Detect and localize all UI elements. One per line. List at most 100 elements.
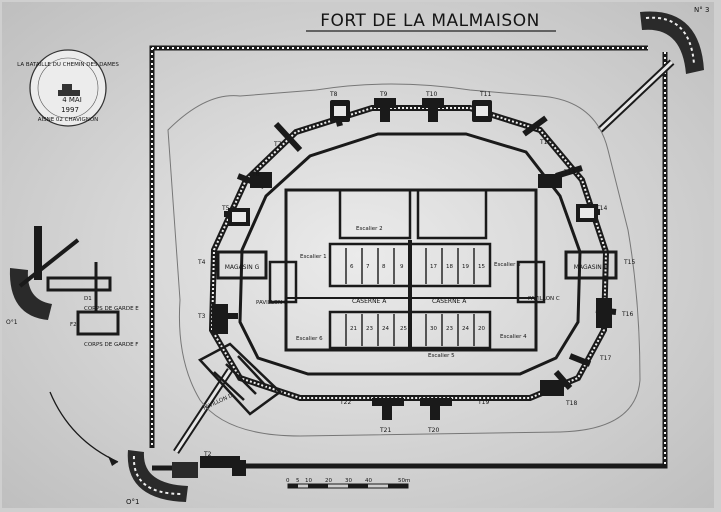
tower-cap-highlights	[232, 106, 594, 222]
escalier-5-label: Escalier 5	[428, 353, 455, 359]
inset-label-d1: D1	[84, 296, 92, 302]
label-t7: T7	[273, 141, 282, 148]
svg-text:17: 17	[430, 264, 437, 270]
pavillon-c	[516, 260, 546, 304]
label-t22: T22	[339, 399, 351, 406]
plan-title: FORT DE LA MALMAISON	[320, 11, 540, 31]
svg-text:18: 18	[446, 264, 453, 270]
label-t21: T21	[379, 427, 391, 434]
counterscarp-outline	[167, 83, 641, 437]
label-t19: T19	[477, 399, 489, 406]
scale-tick-30: 30	[345, 478, 352, 484]
escalier-6-label: Escalier 6	[296, 336, 323, 342]
inset-corner-ref: O°1	[6, 319, 18, 326]
label-t13: T13	[563, 169, 575, 176]
pavillon-d	[197, 342, 282, 416]
inset-garde-f: CORPS DE GARDE F	[84, 342, 138, 348]
scale-tick-0: 0	[286, 478, 290, 484]
tower-t16	[596, 298, 612, 328]
tower-t9	[380, 104, 390, 122]
tower-labels: T8 T9 T10 T11 T7 T12 T6 T13 T5 T14 T4 T1…	[197, 91, 635, 458]
caserne-a-right-label: CASERNE A	[432, 298, 467, 305]
pavillon-c-label: PAVILLON C	[528, 296, 560, 302]
label-t18: T18	[565, 400, 577, 407]
label-t4: T4	[197, 259, 206, 266]
magasin-h-label: MAGASIN H	[574, 264, 608, 271]
svg-text:9: 9	[400, 264, 404, 270]
label-t14: T14	[595, 205, 607, 212]
stamp-year: 1997	[61, 106, 79, 114]
label-t15: T15	[623, 259, 635, 266]
svg-text:7: 7	[366, 264, 370, 270]
escalier-1-label: Escalier 1	[300, 254, 327, 260]
escalier-3-label: Escalier 3	[494, 262, 521, 268]
inset-pointer-arrow	[49, 391, 119, 463]
svg-text:15: 15	[478, 264, 485, 270]
tower-t20	[430, 404, 440, 420]
tower-t21	[382, 404, 392, 420]
svg-text:25: 25	[400, 326, 407, 332]
tower-t18	[540, 380, 564, 396]
label-t10: T10	[425, 91, 437, 98]
entrance-block	[200, 456, 246, 476]
magasin-h	[564, 250, 618, 280]
scale-tick-10: 10	[305, 478, 312, 484]
arrow-head-icon	[108, 456, 118, 466]
scale-tick-40: 40	[365, 478, 372, 484]
escalier-4-label: Escalier 4	[500, 334, 527, 340]
scale-tick-5: 5	[296, 478, 300, 484]
tower-t13	[538, 174, 562, 188]
scale-tick-50m: 50m	[398, 478, 410, 484]
label-t9: T9	[379, 91, 388, 98]
label-t2: T2	[203, 451, 212, 458]
barracks-block	[284, 188, 538, 352]
pavillon-b-label: PAVILLON B	[256, 300, 288, 306]
svg-text:20: 20	[478, 326, 485, 332]
paper-sheet	[2, 2, 714, 508]
caserne-a-left-label: CASERNE A	[352, 298, 387, 305]
scale-bar	[287, 483, 409, 489]
label-t6: T6	[251, 171, 260, 178]
scale-tick-20: 20	[325, 478, 332, 484]
stamp-ring-top: LA BATAILLE DU CHEMIN DES DAMES	[17, 62, 119, 68]
corner-ref-bottom: O°1	[126, 498, 139, 506]
label-t3: T3	[197, 313, 206, 320]
scale-bar-ticks: 0 5 10 20 30 40 50m	[286, 478, 410, 484]
escalier-2-label: Escalier 2	[356, 226, 383, 232]
inset-garde-e: CORPS DE GARDE E	[84, 306, 139, 312]
label-t8: T8	[329, 91, 338, 98]
pavillon-b	[268, 260, 298, 304]
svg-text:21: 21	[350, 326, 357, 332]
label-t5: T5	[221, 205, 230, 212]
commemorative-stamp: LA BATAILLE DU CHEMIN DES DAMES 4 MAI 19…	[17, 49, 119, 127]
magasin-g-label: MAGASIN G	[225, 264, 260, 271]
svg-text:23: 23	[446, 326, 453, 332]
svg-text:19: 19	[462, 264, 469, 270]
svg-text:30: 30	[430, 326, 437, 332]
svg-text:6: 6	[350, 264, 354, 270]
stamp-date: 4 MAI	[62, 96, 82, 104]
label-t16: T16	[621, 311, 633, 318]
tower-t6	[250, 172, 272, 188]
escalier-2-block	[338, 188, 412, 240]
label-t20: T20	[427, 427, 439, 434]
sheet-number: N° 3	[694, 6, 709, 14]
tower-t3	[212, 304, 228, 334]
svg-text:24: 24	[462, 326, 469, 332]
svg-text:23: 23	[366, 326, 373, 332]
caponier-bottom-left	[127, 450, 198, 502]
tower-t10	[428, 104, 438, 122]
svg-text:8: 8	[382, 264, 386, 270]
inset-label-f2: F2	[70, 322, 77, 328]
label-t17: T17	[599, 355, 611, 362]
inset-corps-de-garde	[9, 226, 120, 336]
label-t12: T12	[539, 139, 551, 146]
caponier-top-right	[640, 11, 704, 74]
magasin-g	[216, 250, 268, 280]
stamp-ring-bottom: AISNE 02 CHAVIGNON	[38, 117, 99, 123]
label-t11: T11	[479, 91, 491, 98]
barracks-cells	[345, 248, 475, 346]
